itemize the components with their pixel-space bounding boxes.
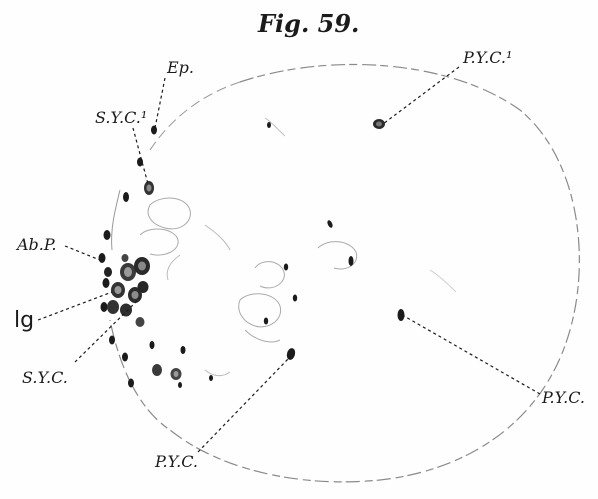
cell-outline [264,117,286,137]
epiblast-nuclei [98,125,186,388]
figure-title: Fig. 59. [258,9,360,38]
cell-outline [204,369,231,377]
label-primary-yolk-cell-right: P.Y.C. [542,388,585,407]
cell-outline [238,293,282,328]
abembryonic-pole-cluster [104,254,150,327]
scattered-nuclei [178,122,354,388]
yolk-sphere-outline-left [149,81,241,151]
cell-outline [204,224,231,251]
label-lg: lg [14,308,35,333]
label-secondary-yolk-cell: S.Y.C. [22,368,68,387]
label-primary-yolk-cell-bottom: P.Y.C. [155,452,198,471]
cell-outline [166,254,181,281]
primary-yolk-cell-right [397,309,405,321]
yolk-sphere-outline [109,63,580,483]
leader-lines [37,66,541,453]
cell-outline [429,269,457,293]
cell-outline [147,197,191,230]
cell-outline [244,329,281,343]
cell-outline [254,261,285,289]
nucleus-lower-left [152,364,162,376]
label-epiblast: Ep. [167,58,195,77]
cell-outline [139,228,179,256]
label-abembryonic-pole: Ab.P. [17,235,57,254]
label-primary-yolk-cell-1: P.Y.C.¹ [463,48,513,67]
cell-outline [317,241,358,270]
primary-yolk-cell-bottom [286,348,296,360]
label-secondary-yolk-cell-1: S.Y.C.¹ [95,108,148,127]
cell-outline [111,189,121,251]
